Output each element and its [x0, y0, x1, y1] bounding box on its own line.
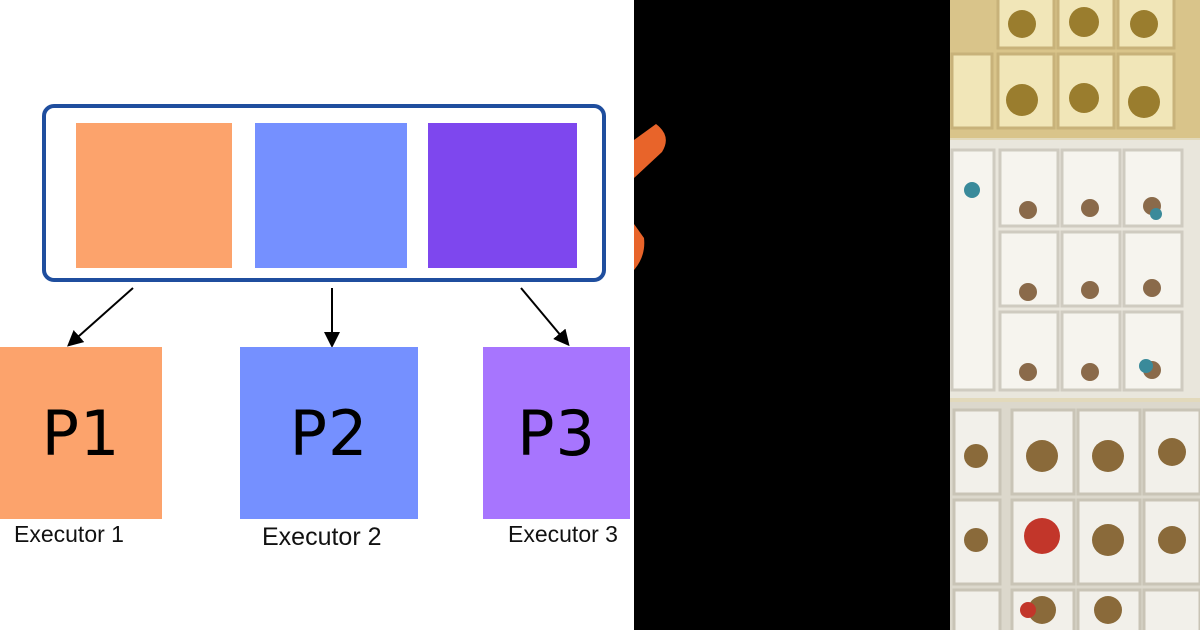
executor-label-3: Executor 3	[508, 521, 618, 547]
partition-label: P2	[289, 396, 369, 470]
executor-label-2: Executor 2	[262, 523, 382, 551]
orange-x-icon	[634, 124, 666, 270]
fly-box-image	[950, 0, 1200, 630]
swatch-3	[428, 123, 577, 268]
partition-label: P3	[517, 396, 596, 470]
arrow-3	[520, 287, 570, 347]
partition-p3: P3	[483, 347, 630, 519]
partition-p2: P2	[240, 347, 418, 519]
arrows	[67, 287, 570, 348]
partition-p1: P1	[0, 347, 162, 519]
swatch-2	[255, 123, 407, 268]
executor-label-1: Executor 1	[14, 521, 124, 547]
arrow-1	[67, 287, 134, 347]
fly-box-photo	[950, 0, 1200, 630]
partition-label: P1	[41, 396, 121, 470]
separator-panel	[634, 0, 950, 630]
partition-diagram: P1 P2 P3 Executor 1 Executor 2 Executor …	[0, 104, 630, 551]
swatch-1	[76, 123, 232, 268]
